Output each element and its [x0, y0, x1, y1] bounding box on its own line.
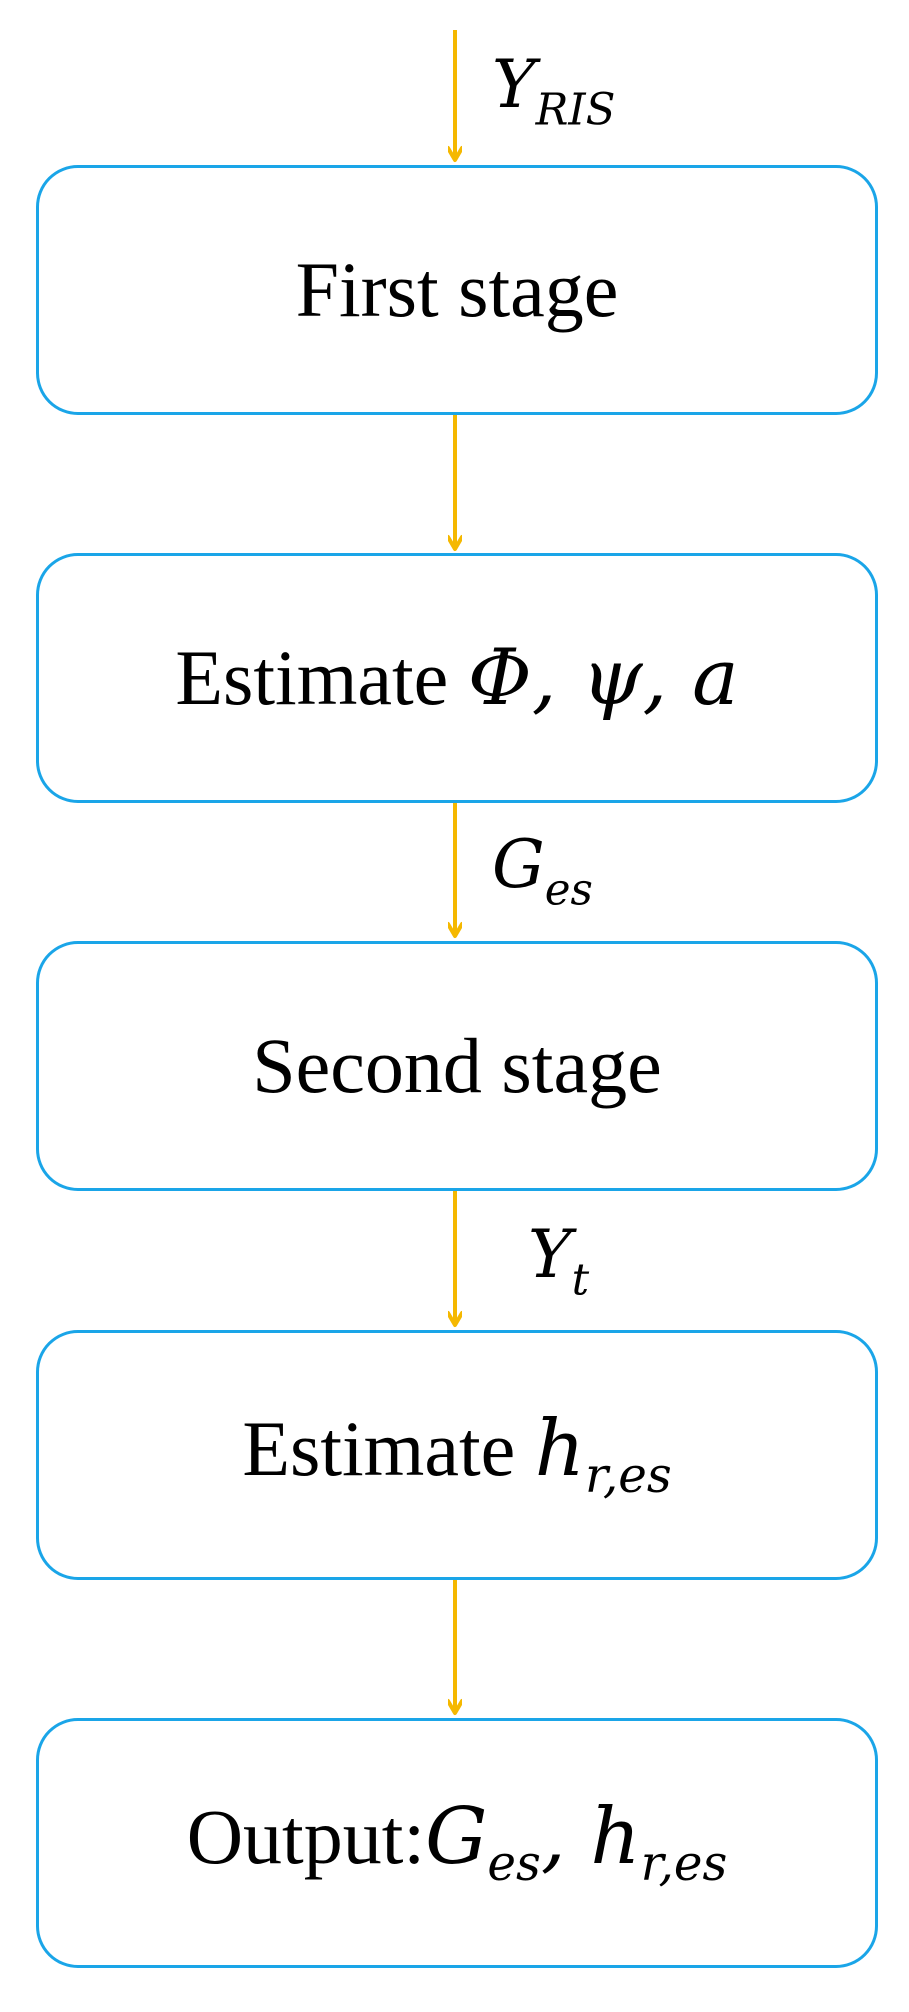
estimate-params-symbols: Φ, ψ, a: [467, 633, 739, 723]
input-label-y-ris: YRIS: [492, 52, 615, 133]
label-g-es: Ges: [492, 832, 593, 913]
estimate-h-label: Estimate hr,es: [242, 1409, 671, 1500]
label-y-t-base: Y: [528, 1216, 572, 1293]
arrow-first-to-estimate: [448, 415, 462, 552]
second-stage-label: Second stage: [252, 1022, 662, 1109]
input-arrow: [448, 30, 462, 163]
label-g-es-sub: es: [544, 865, 593, 916]
label-y-t-sub: t: [571, 1255, 590, 1306]
output-prefix: Output:: [186, 1792, 426, 1880]
estimate-h-sub: r,es: [585, 1447, 672, 1504]
first-stage-label: First stage: [295, 246, 619, 333]
estimate-h-base: h: [534, 1403, 586, 1494]
arrow-estimate-to-second: [448, 803, 462, 939]
output-h-base: h: [590, 1791, 641, 1882]
output-g-sub: es: [487, 1835, 541, 1892]
label-g-es-base: G: [492, 826, 545, 903]
second-stage-box: Second stage: [36, 941, 878, 1191]
input-label-sub: RIS: [535, 85, 616, 136]
input-label-base: Y: [492, 46, 536, 123]
output-label: Output:Ges, hr,es: [187, 1797, 728, 1888]
arrow-second-to-estimate-h: [448, 1191, 462, 1328]
output-box: Output:Ges, hr,es: [36, 1718, 878, 1968]
output-separator: ,: [540, 1791, 591, 1882]
estimate-params-box: Estimate Φ, ψ, a: [36, 553, 878, 803]
estimate-params-label: Estimate Φ, ψ, a: [175, 639, 738, 718]
estimate-params-prefix: Estimate: [175, 634, 468, 721]
arrow-estimate-h-to-output: [448, 1580, 462, 1716]
label-y-t: Yt: [528, 1222, 589, 1303]
estimate-h-box: Estimate hr,es: [36, 1330, 878, 1580]
estimate-h-prefix: Estimate: [242, 1404, 535, 1492]
first-stage-box: First stage: [36, 165, 878, 415]
output-g-base: G: [425, 1791, 488, 1882]
output-h-sub: r,es: [640, 1835, 728, 1892]
